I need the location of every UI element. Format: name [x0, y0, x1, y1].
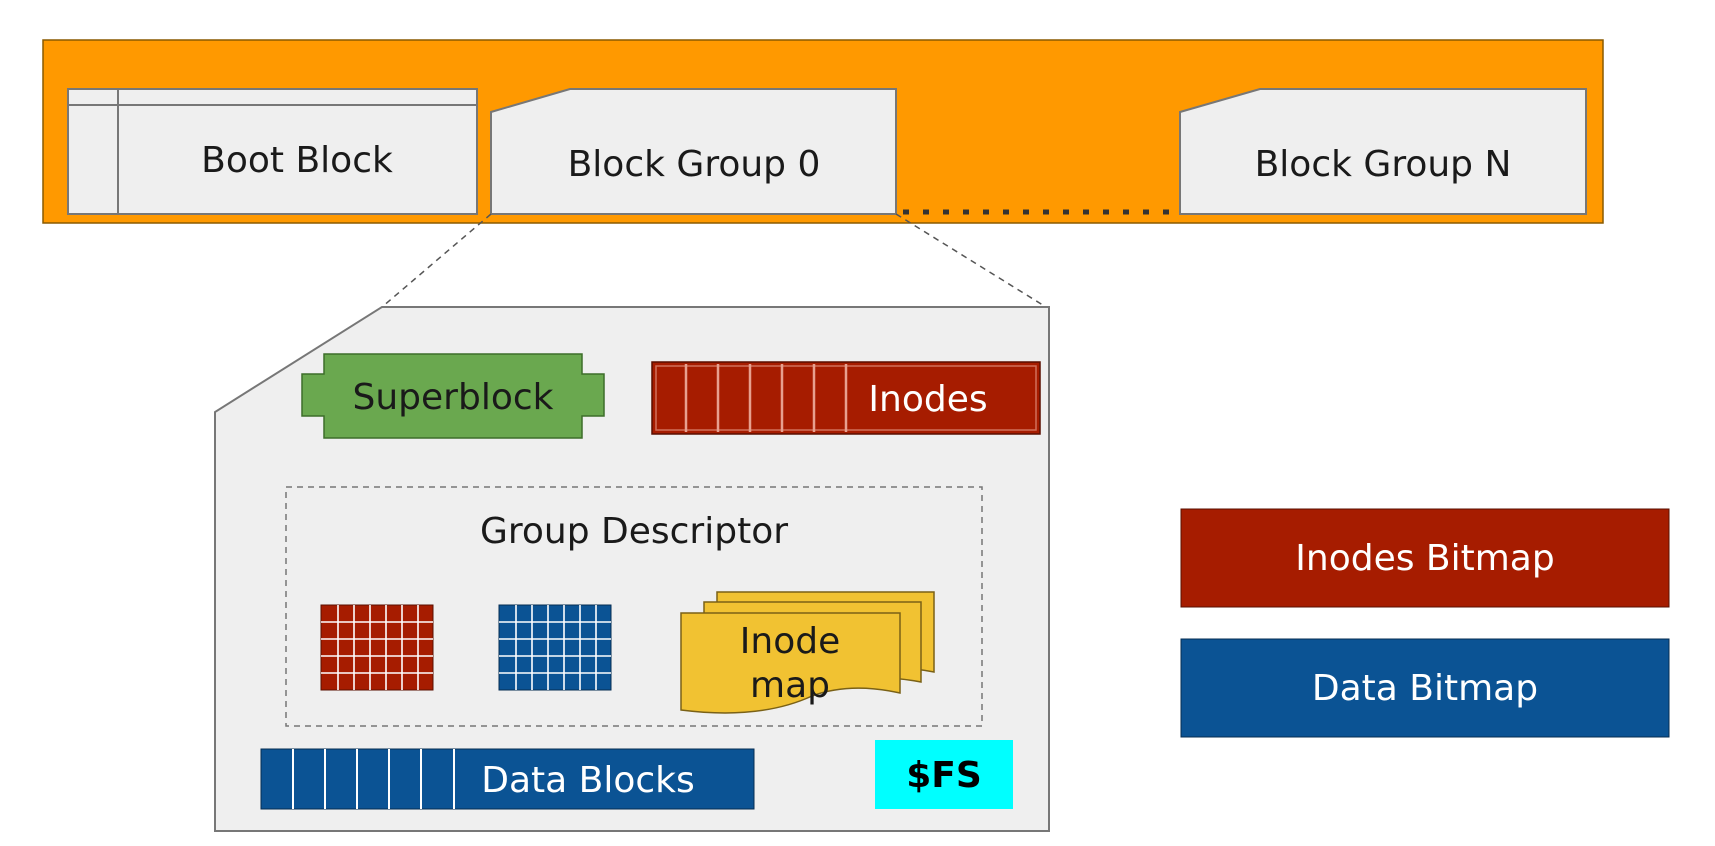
legend-data-bitmap-label: Data Bitmap	[1312, 668, 1538, 709]
group-descriptor: Group Descriptor	[285, 486, 983, 727]
inodes-segments	[684, 364, 848, 432]
data-blocks-segments	[292, 749, 455, 809]
inode-map-label-line1: Inode	[740, 621, 840, 662]
block-group-0: Block Group 0	[490, 88, 897, 215]
boot-block-label: Boot Block	[201, 140, 393, 181]
superblock-label: Superblock	[353, 377, 554, 418]
inode-map-label-line2: map	[750, 665, 830, 706]
block-group-n-label: Block Group N	[1255, 144, 1512, 185]
inodes-bitmap-grid	[320, 604, 434, 691]
data-blocks-label: Data Blocks	[481, 760, 695, 801]
inodes-label: Inodes	[868, 379, 987, 420]
legend-inodes-bitmap-label: Inodes Bitmap	[1295, 538, 1554, 579]
zoom-line-left	[381, 213, 492, 308]
group-descriptor-label: Group Descriptor	[480, 511, 788, 552]
data-bitmap-grid	[498, 604, 612, 691]
boot-block: Boot Block	[67, 88, 478, 215]
fs-tag-label: $FS	[906, 755, 982, 796]
superblock: Superblock	[301, 353, 605, 439]
legend-inodes-bitmap: Inodes Bitmap	[1180, 508, 1670, 608]
data-blocks: Data Blocks	[260, 748, 755, 810]
zoom-line-right	[895, 213, 1047, 308]
inode-map: Inode map	[680, 591, 935, 714]
fs-tag: $FS	[875, 740, 1013, 809]
block-group-0-label: Block Group 0	[568, 144, 821, 185]
inodes: Inodes	[651, 361, 1041, 435]
legend-data-bitmap: Data Bitmap	[1180, 638, 1670, 738]
block-group-n: Block Group N	[1179, 88, 1587, 215]
